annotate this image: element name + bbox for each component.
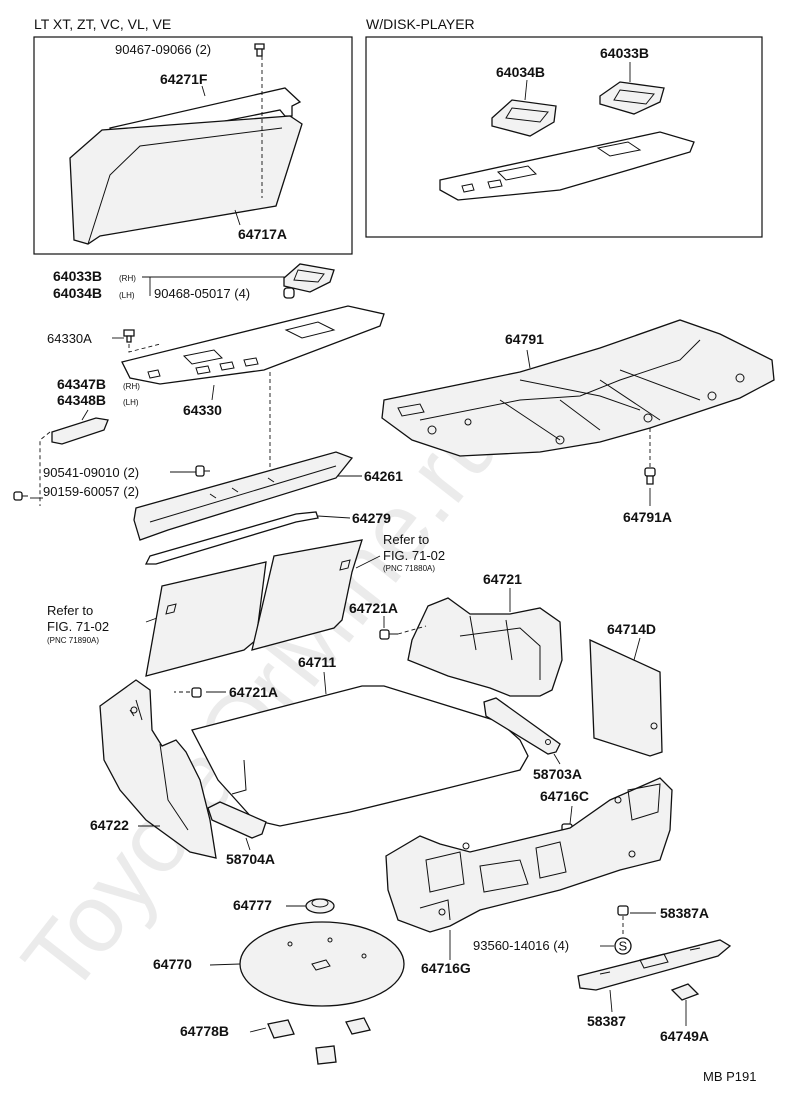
label-64716G: 64716G [421, 960, 471, 976]
trim-64261 [133, 451, 354, 541]
inset-left-title: LT XT, ZT, VC, VL, VE [34, 16, 171, 32]
package-tray-64330 [121, 305, 385, 385]
label-64716C: 64716C [540, 788, 589, 804]
ref2-line1: Refer to [47, 603, 93, 618]
label-64778B: 64778B [180, 1023, 229, 1039]
label-64777: 64777 [233, 897, 272, 913]
clip-64721A-icon-2 [191, 687, 202, 698]
label-64791A: 64791A [623, 509, 672, 525]
label-64034B: 64034B [53, 285, 102, 301]
trim-panel-ref-right [251, 539, 363, 651]
side-trim-64721 [407, 597, 563, 697]
label-64347B-rh: (RH) [123, 382, 140, 391]
label-64348B: 64348B [57, 392, 106, 408]
floor-mat-64711 [191, 685, 529, 827]
label-58704A: 58704A [226, 851, 275, 867]
inset-right-title: W/DISK-PLAYER [366, 16, 475, 32]
bracket-64347B [51, 417, 109, 445]
clip-90468-icon [283, 287, 295, 299]
label-64033B-inset: 64033B [600, 45, 649, 61]
ref1-pnc: (PNC 71880A) [383, 564, 435, 573]
label-64034B-lh: (LH) [119, 291, 135, 300]
spare-tire-cover-64770 [239, 921, 405, 1007]
label-64721: 64721 [483, 571, 522, 587]
label-64714D: 64714D [607, 621, 656, 637]
trunk-lid-liner-64791 [381, 319, 775, 457]
label-90159-60057: 90159-60057 (2) [43, 484, 139, 499]
s-symbol-icon: S [614, 937, 632, 955]
ref1-line2: FIG. 71-02 [383, 548, 445, 563]
label-64722: 64722 [90, 817, 129, 833]
inset-left-frame [33, 36, 353, 255]
label-90541-09010: 90541-09010 (2) [43, 465, 139, 480]
label-64791: 64791 [505, 331, 544, 347]
label-58387A: 58387A [660, 905, 709, 921]
weatherstrip-64279 [144, 511, 319, 565]
label-64330: 64330 [183, 402, 222, 418]
label-90467-09066: 90467-09066 (2) [115, 42, 211, 57]
pad-64778B-3 [315, 1045, 337, 1065]
ref1-line1: Refer to [383, 532, 429, 547]
trim-panel-64714D [589, 638, 663, 757]
screw-90541-icon [195, 465, 210, 477]
clip-90467-icon [254, 43, 265, 57]
bracket-58703A [483, 697, 561, 755]
side-trim-64722 [99, 679, 217, 859]
label-64721A-1: 64721A [349, 600, 398, 616]
label-64261: 64261 [364, 468, 403, 484]
label-90468-05017: 90468-05017 (4) [154, 286, 250, 301]
label-64271F: 64271F [160, 71, 208, 87]
bracket-58704A [207, 801, 267, 839]
label-64033B: 64033B [53, 268, 102, 284]
clip-64721A-icon-1 [379, 629, 398, 640]
label-64721A-2: 64721A [229, 684, 278, 700]
label-64711: 64711 [298, 654, 336, 670]
label-58387: 58387 [587, 1013, 626, 1029]
speaker-cover-64034B [491, 99, 557, 137]
clip-64330A-icon [123, 329, 135, 343]
label-64033B-rh: (RH) [119, 274, 136, 283]
label-64348B-lh: (LH) [123, 398, 139, 407]
pad-64778B-2 [345, 1017, 371, 1035]
clip-64791A-icon [644, 467, 656, 485]
speaker-cover-64033B-icon [283, 263, 335, 293]
package-tray-inset [439, 131, 695, 201]
pad-64778B-1 [267, 1019, 295, 1039]
label-58703A: 58703A [533, 766, 582, 782]
label-64717A: 64717A [238, 226, 287, 242]
clip-58387A-icon [617, 905, 629, 916]
inset-left: LT XT, ZT, VC, VL, VE 90467-09066 (2) 64… [33, 16, 353, 255]
label-64770: 64770 [153, 956, 192, 972]
inset-right-frame [365, 36, 763, 238]
footer-code: MB P191 [703, 1069, 756, 1084]
label-64330A: 64330A [47, 331, 92, 346]
s-symbol-text: S [619, 939, 628, 954]
label-64749A: 64749A [660, 1028, 709, 1044]
ref2-line2: FIG. 71-02 [47, 619, 109, 634]
label-64279: 64279 [352, 510, 391, 526]
label-64347B: 64347B [57, 376, 106, 392]
clip-64749A [670, 983, 700, 1001]
trim-panel-ref-left [145, 561, 267, 677]
ref2-pnc: (PNC 71890A) [47, 636, 99, 645]
label-64034B-inset: 64034B [496, 64, 545, 80]
label-93560-14016: 93560-14016 (4) [473, 938, 569, 953]
carpet-64717A [69, 115, 303, 245]
speaker-cover-64033B [599, 81, 665, 115]
rear-trim-64716G [385, 777, 673, 933]
inset-right: W/DISK-PLAYER 64034B 64033B [365, 16, 763, 238]
grommet-64777-icon [305, 898, 335, 914]
screw-90159-icon [13, 491, 28, 501]
